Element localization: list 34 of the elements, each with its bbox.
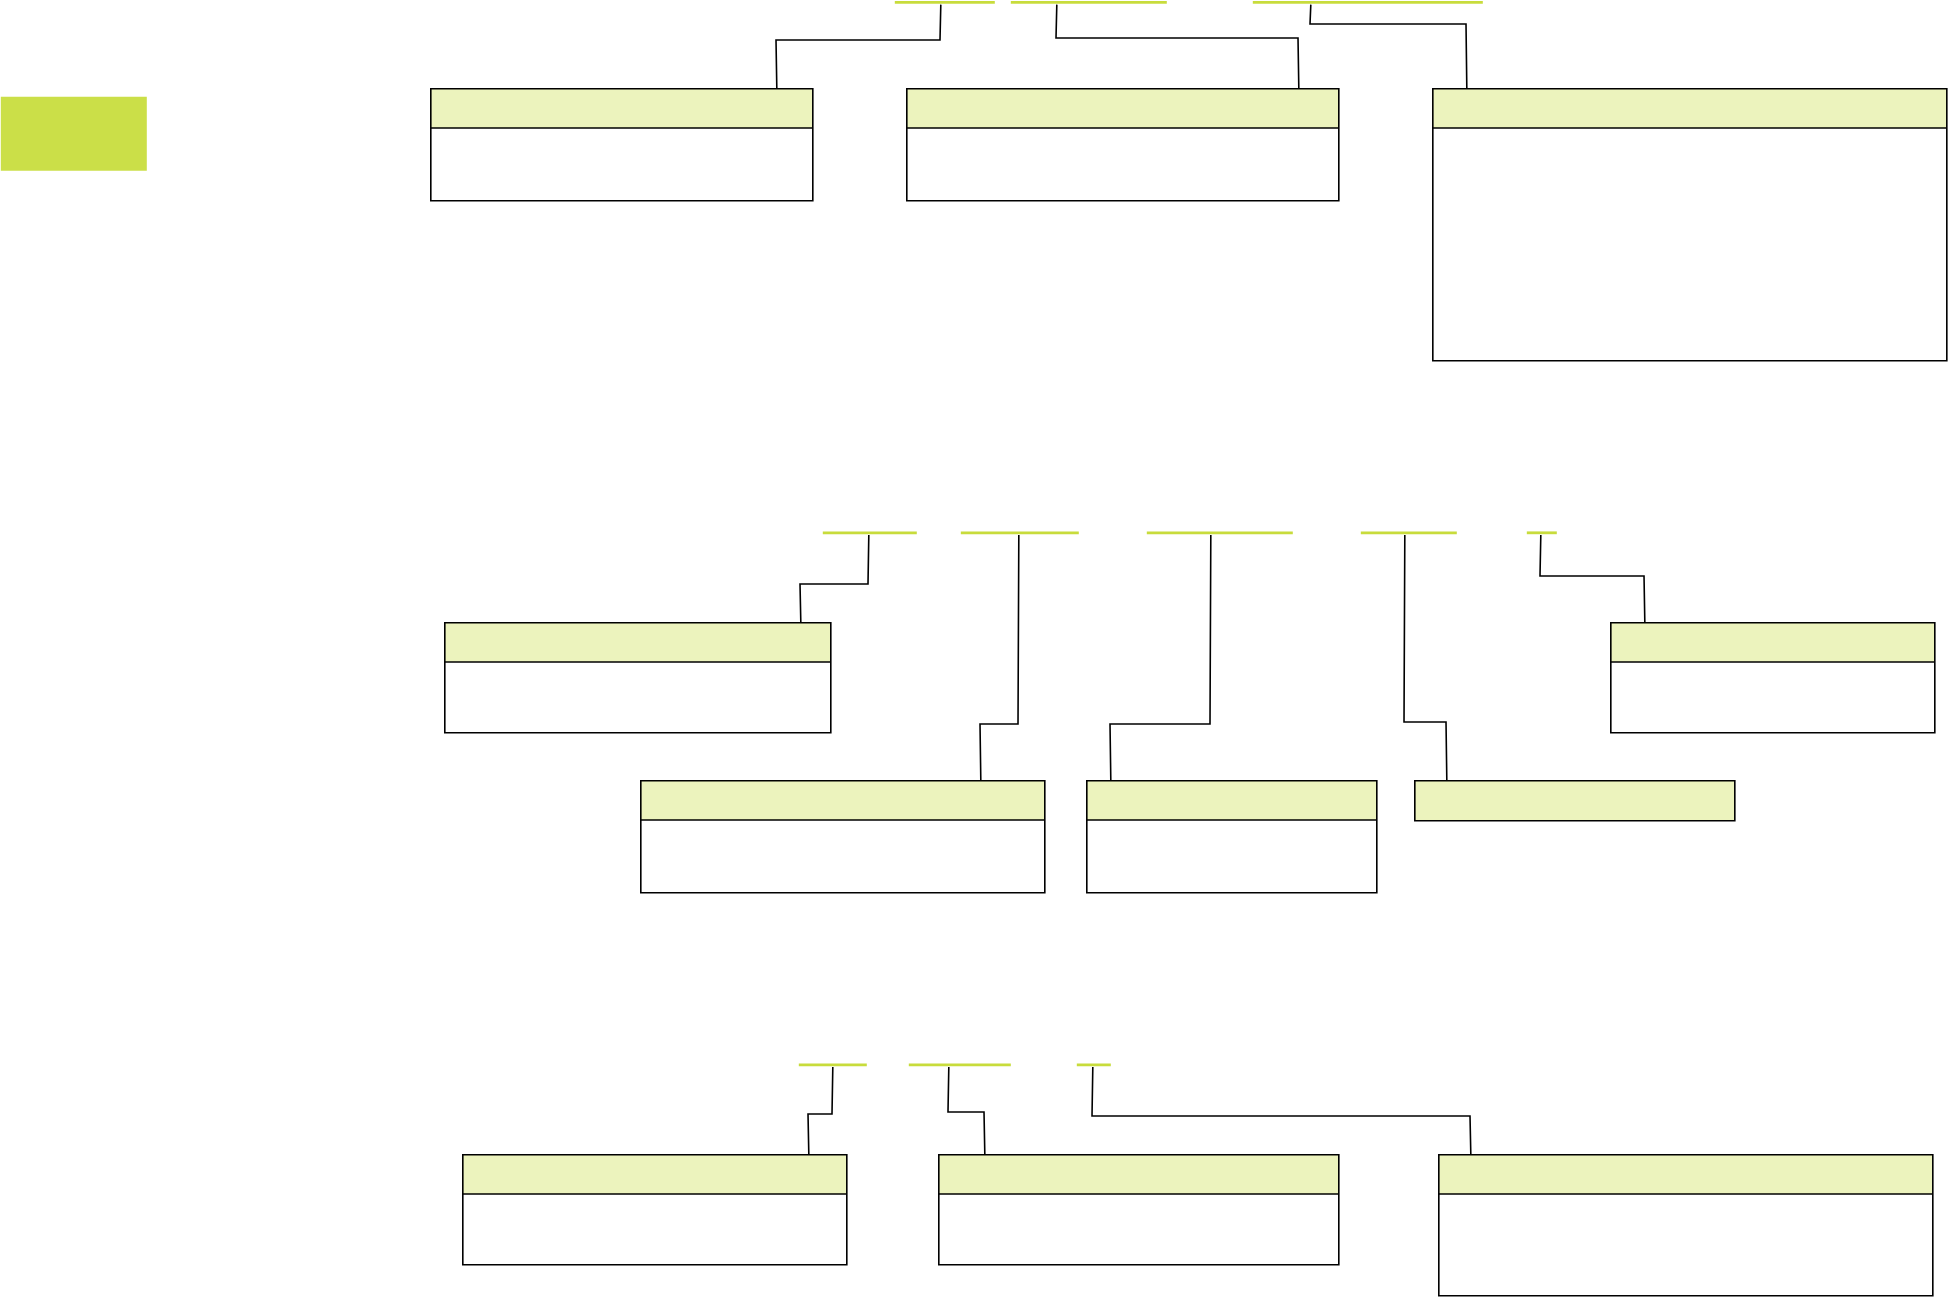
underline bbox=[1076, 1063, 1111, 1067]
header-box bbox=[429, 88, 814, 202]
header-box bbox=[1085, 780, 1378, 894]
header-box bbox=[639, 780, 1046, 894]
header-bar bbox=[1414, 780, 1736, 822]
leader-line bbox=[1055, 3, 1300, 89]
underline bbox=[1526, 531, 1557, 535]
side-tab bbox=[0, 96, 147, 171]
leader-line bbox=[979, 534, 1020, 781]
underline bbox=[798, 1063, 867, 1067]
leader-line bbox=[807, 1066, 834, 1155]
header-box bbox=[1437, 1154, 1934, 1297]
leader-line bbox=[947, 1066, 986, 1155]
underline bbox=[822, 531, 917, 535]
leader-line bbox=[1091, 1066, 1472, 1155]
leader-line bbox=[1539, 534, 1646, 623]
header-box bbox=[1431, 88, 1948, 362]
underline bbox=[894, 1, 995, 4]
leader-line bbox=[1109, 534, 1212, 781]
underline bbox=[960, 531, 1079, 535]
header-box bbox=[1609, 622, 1936, 734]
underline bbox=[1360, 531, 1457, 535]
header-box bbox=[461, 1154, 848, 1266]
leader-line bbox=[1309, 3, 1468, 89]
underline bbox=[908, 1063, 1011, 1067]
header-box bbox=[443, 622, 832, 734]
underline bbox=[1146, 531, 1293, 535]
leader-line bbox=[1403, 534, 1448, 781]
leader-line bbox=[775, 3, 942, 89]
leader-line bbox=[799, 534, 870, 623]
header-box bbox=[937, 1154, 1340, 1266]
header-box bbox=[905, 88, 1340, 202]
underline bbox=[1252, 1, 1483, 4]
underline bbox=[1010, 1, 1167, 4]
